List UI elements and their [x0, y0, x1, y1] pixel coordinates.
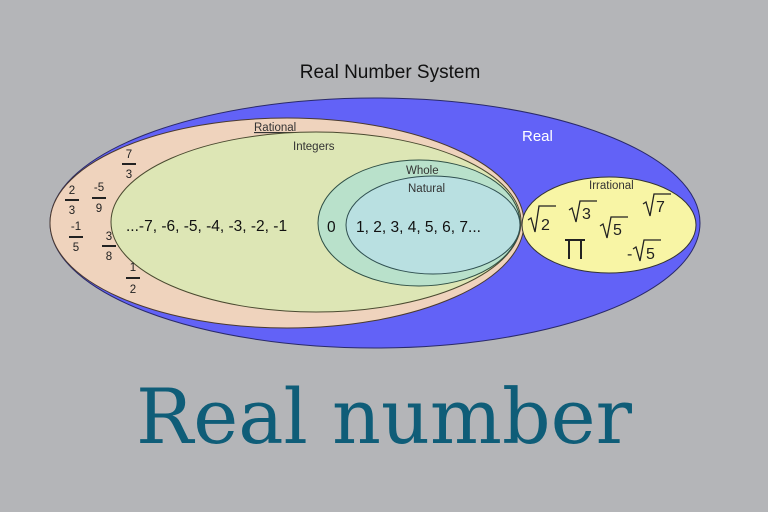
svg-text:2: 2 [130, 284, 136, 296]
sqrt-2: 2 [527, 205, 556, 234]
sqrt-3: 3 [568, 200, 597, 223]
pi-symbol [565, 239, 585, 259]
svg-text:1: 1 [130, 262, 136, 274]
fraction-neg5-9: -5 9 [92, 182, 106, 215]
svg-text:9: 9 [96, 203, 102, 215]
svg-text:3: 3 [126, 169, 132, 181]
headline: Real number [136, 372, 632, 461]
svg-text:-5: -5 [94, 182, 104, 194]
svg-text:7: 7 [126, 149, 132, 161]
svg-text:5: 5 [613, 222, 622, 239]
fraction-2-3: 2 3 [65, 185, 79, 217]
whole-label: Whole [406, 165, 439, 177]
real-number-venn-diagram: Real Number System Real Rational Integer… [49, 62, 701, 349]
sqrt-icon [527, 205, 556, 233]
sqrt-icon [632, 239, 661, 262]
zero-value: 0 [327, 219, 336, 236]
fraction-3-8: 3 8 [102, 231, 116, 263]
svg-text:2: 2 [69, 185, 75, 197]
sqrt-icon [599, 216, 628, 239]
diagram-title: Real Number System [300, 62, 481, 83]
integers-label: Integers [293, 141, 335, 153]
svg-text:3: 3 [69, 205, 75, 217]
rational-fractions: 7 3 2 3 -5 9 -1 5 3 8 1 2 [65, 149, 140, 296]
natural-set-ellipse [345, 175, 521, 275]
svg-text:5: 5 [646, 246, 655, 263]
fraction-7-3: 7 3 [122, 149, 136, 181]
irrational-label: Irrational [589, 180, 634, 192]
sqrt-5: 5 [599, 216, 628, 239]
negative-integers: ...-7, -6, -5, -4, -3, -2, -1 [126, 218, 287, 235]
fraction-1-2: 1 2 [126, 262, 140, 296]
natural-values: 1, 2, 3, 4, 5, 6, 7... [356, 219, 481, 236]
svg-text:-: - [627, 246, 632, 263]
natural-label: Natural [408, 183, 445, 195]
svg-text:3: 3 [582, 206, 591, 223]
rational-label: Rational [254, 122, 296, 134]
svg-text:2: 2 [541, 217, 550, 234]
real-label: Real [522, 128, 553, 145]
svg-text:8: 8 [106, 251, 112, 263]
irrational-values: 2 3 7 5 - 5 [527, 193, 671, 263]
svg-text:3: 3 [106, 231, 112, 243]
sqrt-7: 7 [642, 193, 671, 217]
sqrt-icon [568, 200, 597, 223]
fraction-neg1-5: -1 5 [69, 221, 83, 254]
svg-text:5: 5 [73, 242, 79, 254]
svg-text:7: 7 [656, 199, 665, 216]
svg-text:-1: -1 [71, 221, 81, 233]
neg-sqrt-5: - 5 [627, 239, 661, 263]
sqrt-icon [642, 193, 671, 217]
